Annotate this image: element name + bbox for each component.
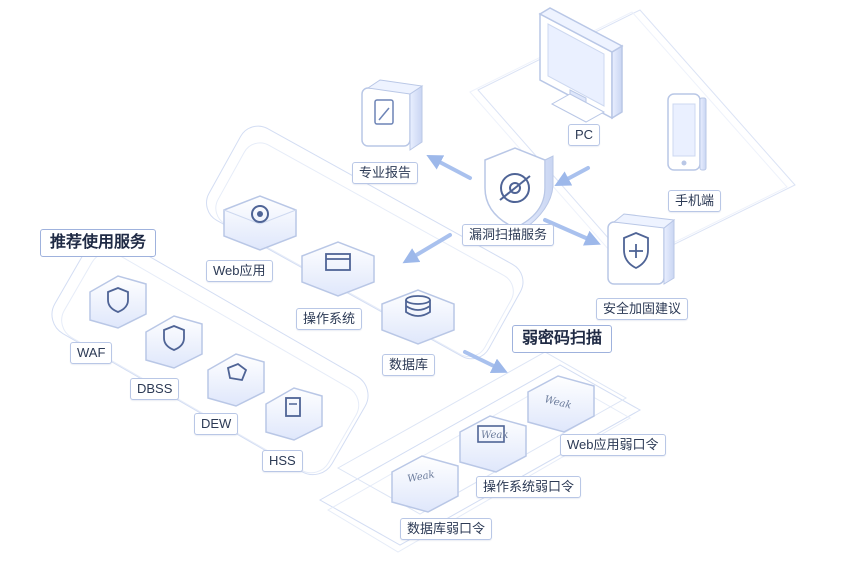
weak-label-web: Web应用弱口令 [560,434,666,456]
target-label-db: 数据库 [382,354,436,376]
advice-label: 安全加固建议 [596,298,689,320]
weak-badge-3: Weak [407,469,436,485]
dbss-block-icon [145,315,203,369]
os-block-icon [301,241,375,297]
recommended-title: 推荐使用服务 [40,229,157,257]
web-app-block-icon [223,195,297,251]
target-label-web: Web应用 [206,260,273,282]
arrow-scan-to-report [426,155,472,180]
dew-block-icon [207,353,265,407]
arrow-scan-to-targets [402,233,452,264]
report-label: 专业报告 [352,162,419,184]
arrows [402,155,601,373]
mobile-phone-icon [667,93,707,171]
weak-label-db: 数据库弱口令 [400,518,493,540]
service-label-waf: WAF [70,342,113,364]
weak-web-block-icon: Weak [527,375,595,433]
hss-block-icon [265,387,323,441]
service-label-hss: HSS [262,450,303,472]
scan-shield-icon [484,147,554,231]
target-label-os: 操作系统 [296,308,363,330]
pc-monitor-icon [538,7,624,123]
arrow-scan-to-advice [543,218,601,246]
advice-box-icon [607,213,676,285]
weak-badge-2: Weak [481,430,508,441]
database-block-icon [381,289,455,345]
weak-label-os: 操作系统弱口令 [476,476,582,498]
platform-recommended [51,234,369,476]
pc-label: PC [568,124,601,146]
mobile-label: 手机端 [668,190,722,212]
scan-service-label: 漏洞扫描服务 [462,224,555,246]
weak-os-block-icon: Weak [459,415,527,473]
weak-db-block-icon: Weak [391,455,459,513]
arrow-pc-to-scan [554,166,590,187]
service-label-dew: DEW [194,413,239,435]
service-label-dbss: DBSS [130,378,180,400]
waf-block-icon [89,275,147,329]
arrow-targets-to-weak [463,350,508,373]
report-box-icon [361,79,424,151]
weak-password-title: 弱密码扫描 [512,325,613,353]
